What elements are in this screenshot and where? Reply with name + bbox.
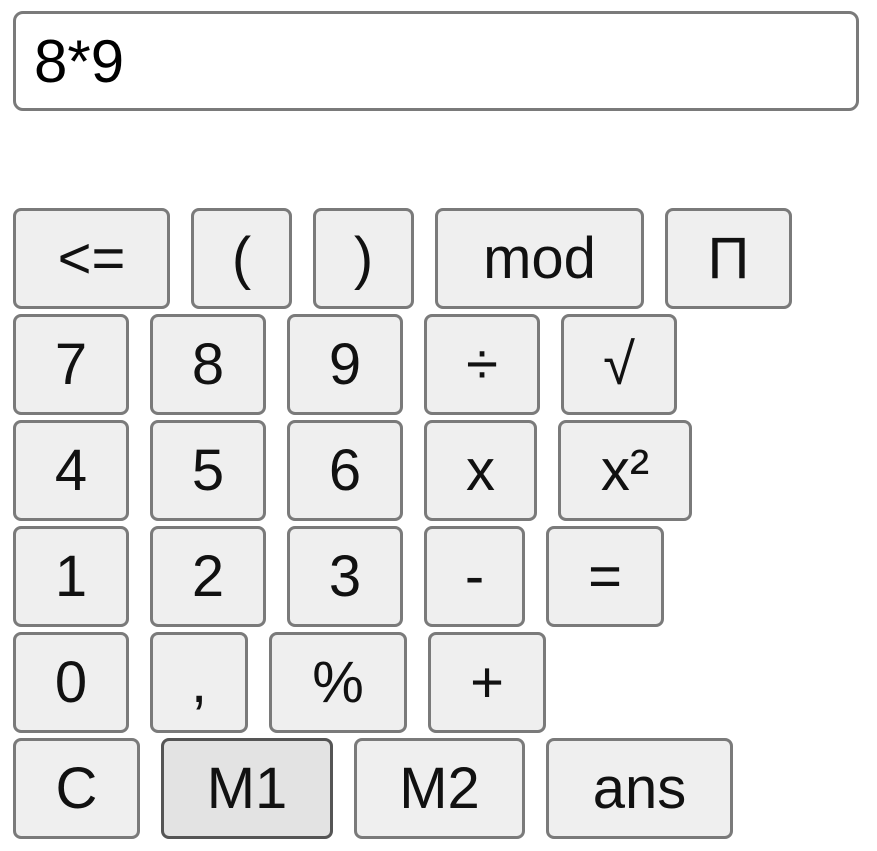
digit-7-button[interactable]: 7 — [13, 314, 129, 415]
equals-button[interactable]: = — [546, 526, 664, 627]
digit-6-button[interactable]: 6 — [287, 420, 403, 521]
minus-button[interactable]: - — [424, 526, 525, 627]
percent-button[interactable]: % — [269, 632, 407, 733]
comma-button[interactable]: , — [150, 632, 248, 733]
digit-8-button[interactable]: 8 — [150, 314, 266, 415]
expression-display[interactable] — [13, 11, 859, 111]
multiply-button[interactable]: x — [424, 420, 537, 521]
memory-2-button[interactable]: M2 — [354, 738, 525, 839]
clear-button[interactable]: C — [13, 738, 140, 839]
pi-button[interactable]: Π — [665, 208, 792, 309]
digit-5-button[interactable]: 5 — [150, 420, 266, 521]
plus-button[interactable]: + — [428, 632, 546, 733]
digit-3-button[interactable]: 3 — [287, 526, 403, 627]
divide-button[interactable]: ÷ — [424, 314, 540, 415]
digit-4-button[interactable]: 4 — [13, 420, 129, 521]
memory-1-button[interactable]: M1 — [161, 738, 333, 839]
square-root-button[interactable]: √ — [561, 314, 677, 415]
digit-2-button[interactable]: 2 — [150, 526, 266, 627]
digit-9-button[interactable]: 9 — [287, 314, 403, 415]
mod-button[interactable]: mod — [435, 208, 644, 309]
close-paren-button[interactable]: ) — [313, 208, 414, 309]
backspace-button[interactable]: <= — [13, 208, 170, 309]
answer-button[interactable]: ans — [546, 738, 733, 839]
digit-1-button[interactable]: 1 — [13, 526, 129, 627]
open-paren-button[interactable]: ( — [191, 208, 292, 309]
digit-0-button[interactable]: 0 — [13, 632, 129, 733]
square-button[interactable]: x² — [558, 420, 692, 521]
